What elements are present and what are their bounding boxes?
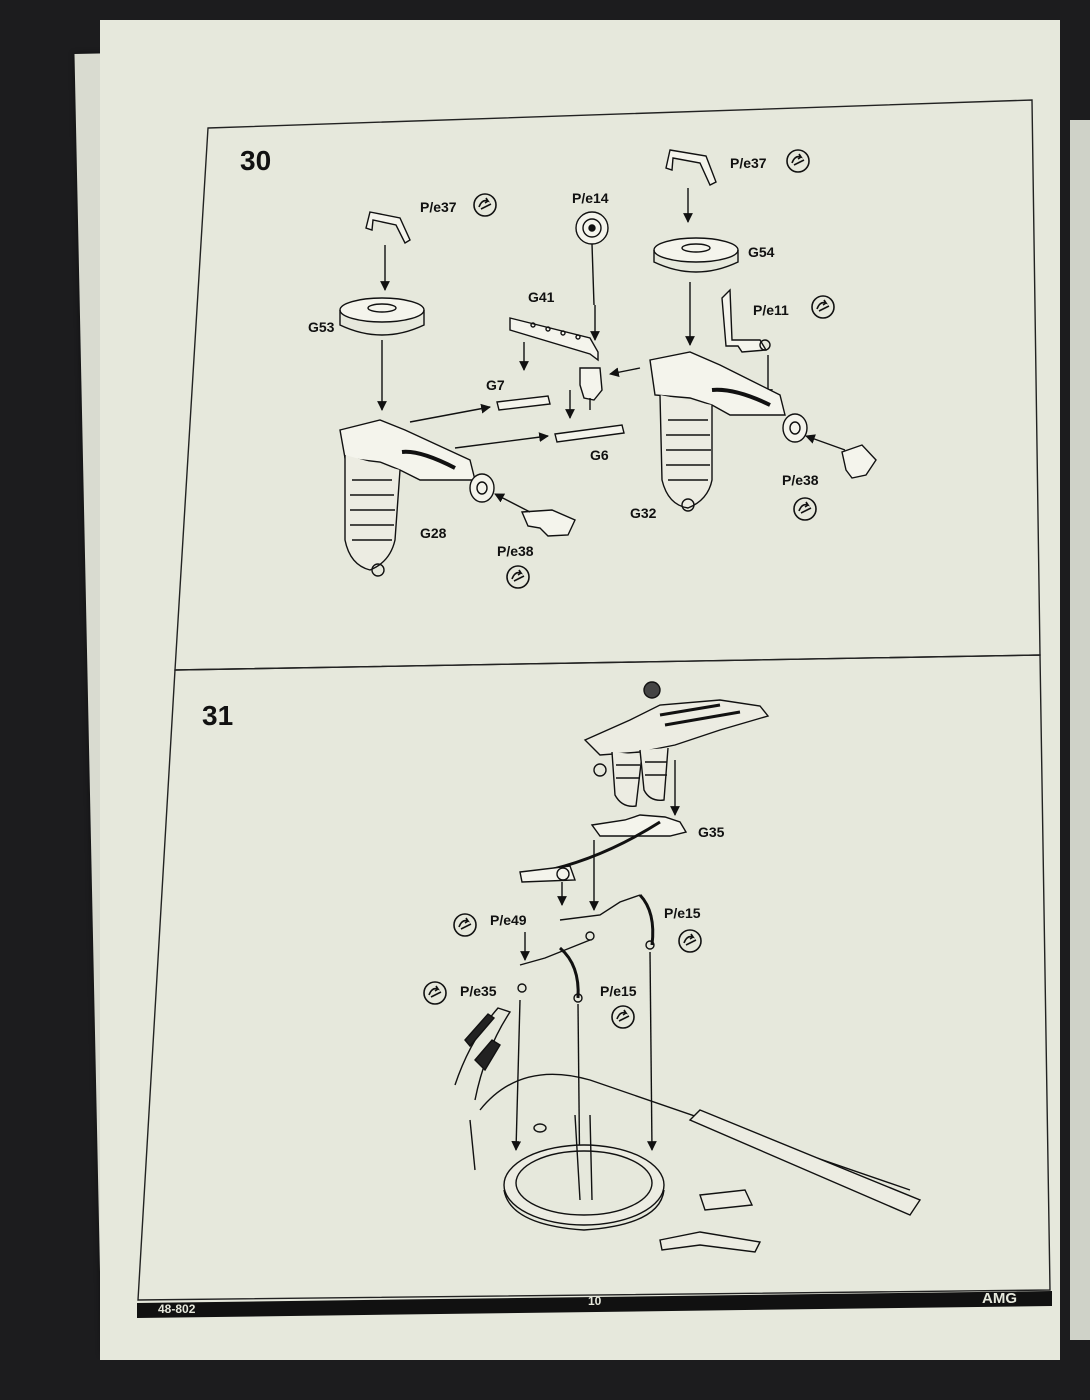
footer-brand: AMG [982,1290,1017,1307]
step-30-drawing [339,149,877,577]
label-g7: G7 [486,377,505,393]
label-pe49: P/e49 [490,912,527,928]
label-g32: G32 [630,505,657,521]
label-pe15-top: P/e15 [664,905,701,921]
label-pe11: P/e11 [753,302,789,318]
label-pe14: P/e14 [572,190,609,206]
footer-product-code: 48-802 [158,1302,196,1316]
gun-g28-drawing [339,419,576,577]
label-g35: G35 [698,824,725,840]
label-pe35: P/e35 [460,983,497,999]
label-g28: G28 [420,525,447,541]
facing-page-edge [1070,120,1090,1340]
step-31-drawing [454,681,922,1253]
label-g41: G41 [528,289,555,305]
footer-bar: 48-802 10 AMG [137,1290,1052,1318]
label-g54: G54 [748,244,775,260]
label-pe38-right: P/e38 [782,472,819,488]
label-g6: G6 [590,447,609,463]
step-31-number: 31 [202,700,233,731]
gun-assembly-drawing [583,681,770,807]
step-30-number: 30 [240,145,271,176]
footer-page-number: 10 [588,1294,602,1308]
label-pe38-left: P/e38 [497,543,534,559]
label-g53: G53 [308,319,335,335]
label-pe15-bottom: P/e15 [600,983,637,999]
label-pe37-right: P/e37 [730,155,767,171]
gun-g32-drawing [649,351,877,512]
label-pe37-left: P/e37 [420,199,457,215]
step-31-panel: 31 [137,654,1051,1301]
hull-drawing [454,1007,922,1253]
